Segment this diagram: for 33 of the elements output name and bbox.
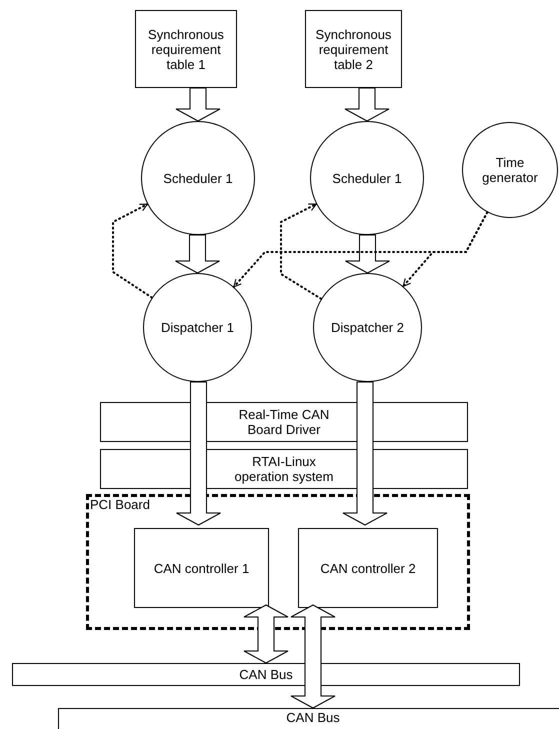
bus-bar — [12, 663, 520, 686]
dotted-arrow — [280, 203, 322, 300]
node-label: RTAI-Linux operation system — [234, 454, 334, 484]
layer-band — [100, 449, 468, 489]
dotted-arrow — [112, 203, 153, 299]
node-label: Synchronous requirement table 2 — [314, 26, 392, 72]
process-box — [134, 528, 269, 608]
process-box — [135, 10, 237, 88]
process-box — [298, 528, 438, 608]
layer-band — [100, 402, 468, 442]
node-label: CAN controller 2 — [320, 560, 416, 576]
node-label: Time generator — [481, 155, 539, 185]
node-label: Scheduler 1 — [163, 170, 233, 186]
group-label: PCI Board — [90, 497, 150, 512]
node-label: Dispatcher 1 — [161, 320, 234, 335]
block-arrow — [175, 234, 220, 274]
block-arrow — [290, 604, 336, 709]
process-box — [305, 10, 402, 88]
node-label: CAN Bus — [239, 667, 293, 682]
board-group — [86, 494, 470, 630]
node-label: Synchronous requirement table 1 — [147, 26, 225, 72]
node-label: CAN Bus — [286, 710, 340, 725]
block-arrow — [176, 88, 220, 122]
block-arrow — [176, 382, 221, 526]
block-arrow — [345, 234, 390, 274]
block-arrow — [342, 382, 388, 526]
node-label: Scheduler 1 — [332, 170, 402, 186]
dotted-arrow — [402, 211, 488, 288]
block-arrow — [244, 604, 288, 664]
node-label: CAN controller 1 — [154, 560, 250, 576]
block-arrow — [344, 88, 390, 122]
node-label: Dispatcher 2 — [331, 320, 404, 335]
node-label: Real-Time CAN Board Driver — [238, 407, 330, 437]
